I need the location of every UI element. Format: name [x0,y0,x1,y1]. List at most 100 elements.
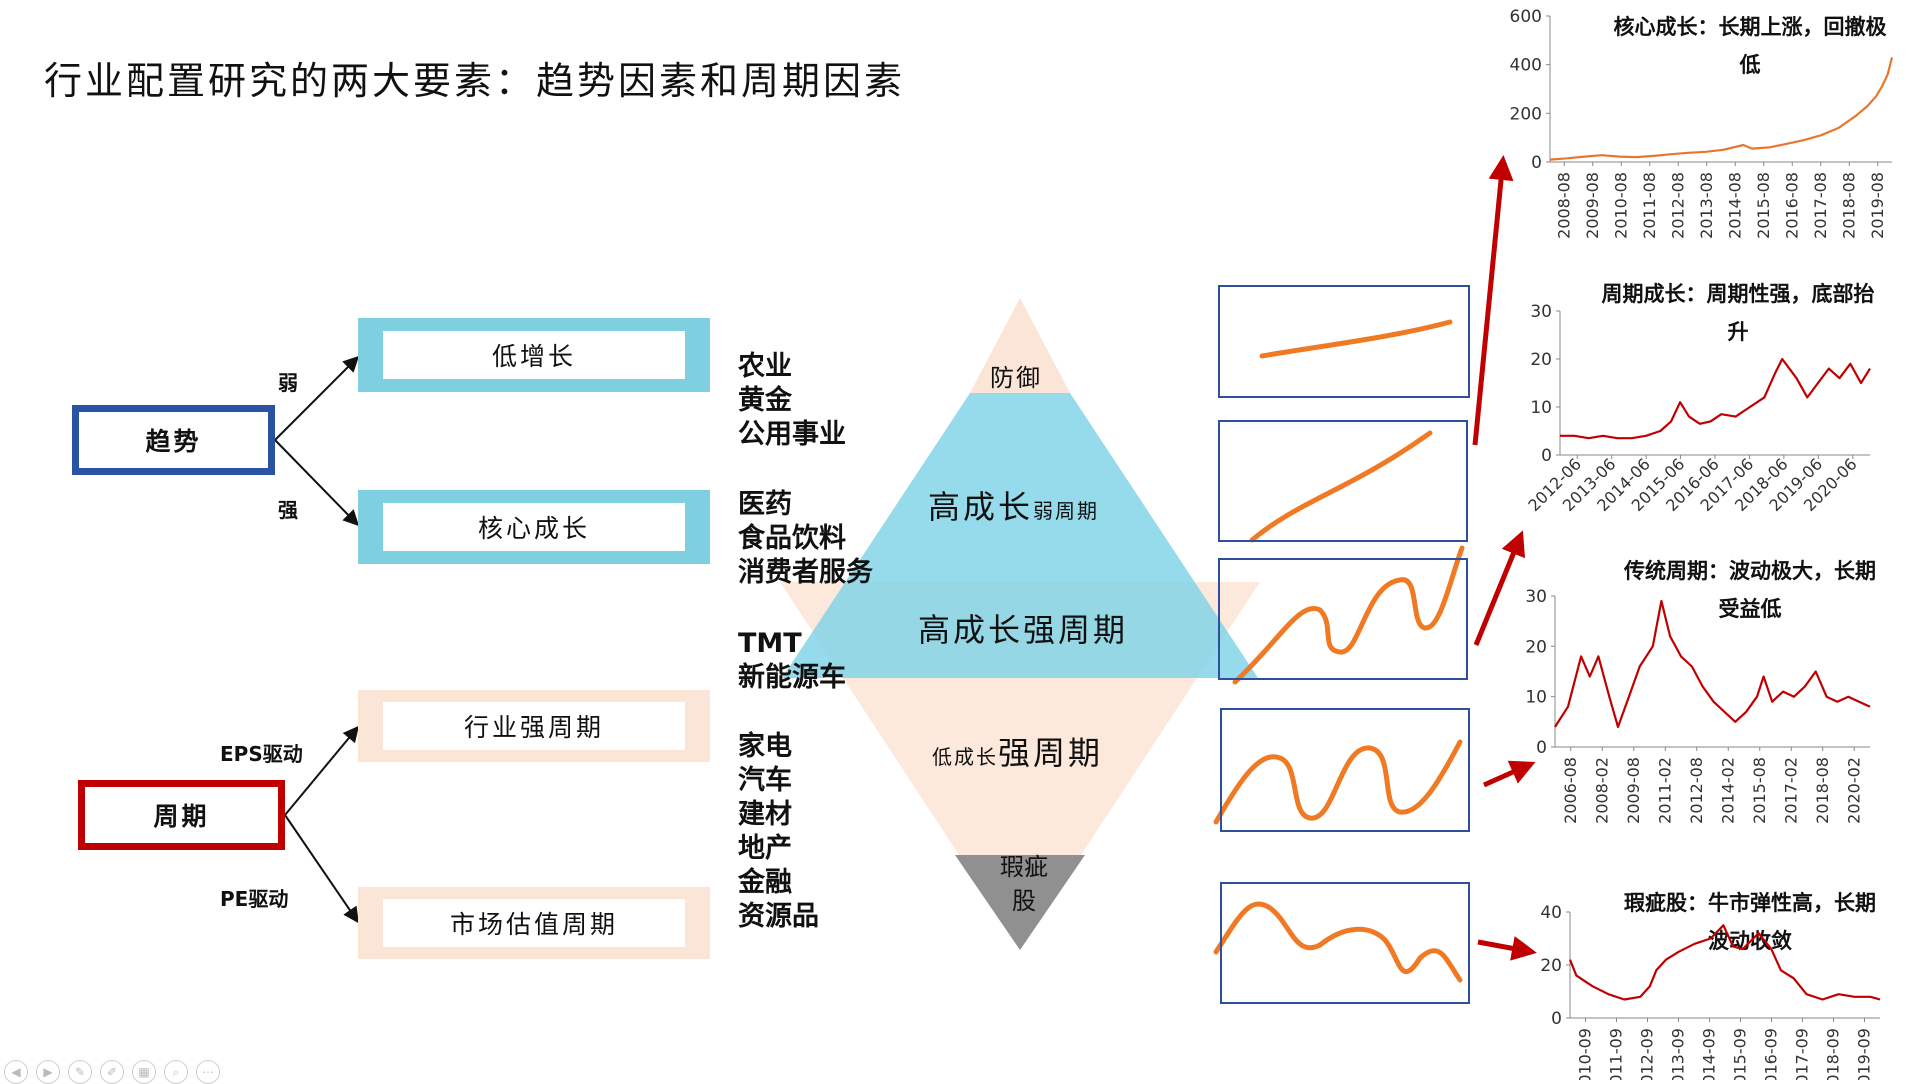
y-tick-label: 30 [1525,587,1547,607]
x-tick-label: 2013-08 [1697,172,1716,239]
cycle-root-label: 周期 [153,802,210,831]
y-tick-label: 30 [1530,302,1552,322]
chart1-title-line1: 核心成长：长期上涨，回撤极 [1613,15,1887,39]
x-tick-label: 2017-08 [1811,172,1830,239]
mini-curve-strong-cycle [1213,739,1463,825]
y-tick-label: 200 [1510,104,1542,124]
chart2-title-line2: 升 [1727,320,1749,344]
industry-item: 新能源车 [738,662,846,693]
mini-box-strong-cycle [1220,708,1470,832]
connector-cycle-pe [284,814,359,924]
mini-curve-flawed [1213,901,1463,983]
slides-grid-icon[interactable]: ▦ [132,1060,156,1084]
market-cycle-box: 市场估值周期 [358,887,710,959]
industry-item: TMT [738,628,802,659]
prev-slide-icon[interactable]: ◀ [4,1060,28,1084]
industry-list-low-growth: 农业 黄金 公用事业 [738,350,846,452]
x-tick-label: 2013-09 [1669,1028,1688,1080]
mini-box-low-growth [1218,285,1470,398]
trend-root-label: 趋势 [145,427,202,456]
chart-cyclical-growth: 01020302012-062013-062014-062015-062016-… [1524,302,1871,515]
mini-curve-core-growth [1249,430,1433,543]
blue-triangle-body [782,393,1258,678]
arrow-to-chart-traditional [1482,760,1536,788]
series-line [1560,357,1871,440]
x-tick-label: 2015-09 [1731,1028,1750,1080]
x-tick-label: 2014-09 [1700,1028,1719,1080]
more-options-icon[interactable]: ⋯ [196,1060,220,1084]
connector-cycle-eps [284,725,360,816]
y-tick-label: 10 [1530,398,1552,418]
edit-icon[interactable]: ✐ [100,1060,124,1084]
y-tick-label: 20 [1525,637,1547,657]
industry-item: 公用事业 [738,419,846,450]
chart4-title-line1: 瑕疵股：牛市弹性高，长期 [1624,891,1876,915]
chart3-title-line2: 受益低 [1718,597,1782,621]
chart1-title-line2: 低 [1739,53,1761,77]
chart3-title-line1: 传统周期：波动极大，长期 [1624,559,1876,583]
low-growth-box: 低增长 [358,318,710,392]
x-tick-label: 2018-08 [1813,757,1832,824]
eps-driven-label: EPS驱动 [220,742,303,766]
grey-bottom-triangle [955,855,1085,950]
page-title: 行业配置研究的两大要素：趋势因素和周期因素 [44,59,906,103]
x-tick-label: 2012-08 [1668,172,1687,239]
series-line [1549,57,1894,161]
x-tick-label: 2012-09 [1638,1028,1657,1080]
x-tick-label: 2010-08 [1611,172,1630,239]
x-tick-label: 2015-08 [1754,172,1773,239]
industry-item: 黄金 [738,385,792,416]
industry-item: 家电 [738,731,792,762]
low-growth-label: 低增长 [383,331,685,379]
zoom-icon[interactable]: ⌕ [164,1060,188,1084]
x-tick-label: 2018-08 [1839,172,1858,239]
strong-label: 强 [278,498,298,522]
y-tick-label: 400 [1510,56,1542,76]
industry-item: 金融 [738,867,792,898]
pe-driven-label: PE驱动 [220,887,289,911]
chart3-title: 传统周期：波动极大，长期 受益低 [1600,552,1900,628]
series-line [1554,599,1871,728]
low-growth-small-label: 低成长 [932,745,998,769]
x-tick-label: 2009-08 [1583,172,1602,239]
series-line [1568,924,1881,1001]
industry-item: 消费者服务 [738,557,873,588]
x-tick-label: 2014-02 [1718,757,1737,824]
chart2-title-line1: 周期成长：周期性强，底部抬 [1601,282,1875,306]
industry-item: 汽车 [738,765,792,796]
industry-list-growth-cycle: TMT 新能源车 [738,627,846,695]
x-tick-label: 2006-08 [1561,757,1580,824]
core-growth-box: 核心成长 [358,490,710,564]
x-tick-label: 2019-08 [1868,172,1887,239]
high-growth-big-label: 高成长 [928,488,1034,526]
mini-box-core-growth [1218,420,1468,542]
mini-curve-growth-cycle [1232,545,1465,685]
x-tick-label: 2009-08 [1624,757,1643,824]
pen-icon[interactable]: ✎ [68,1060,92,1084]
chart1-title: 核心成长：长期上涨，回撤极 低 [1600,8,1900,84]
y-tick-label: 600 [1510,7,1542,27]
connector-trend-weak [274,355,360,441]
mini-curve-low-growth [1259,319,1453,359]
low-growth-strong-cycle-label: 低成长强周期 [932,728,1103,774]
x-tick-label: 2018-09 [1824,1028,1843,1080]
next-slide-icon[interactable]: ▶ [36,1060,60,1084]
y-tick-label: 40 [1540,903,1562,923]
flawed-stock-label: 瑕疵 股 [1000,850,1048,918]
connector-trend-strong [274,439,360,527]
x-tick-label: 2016-08 [1782,172,1801,239]
industry-item: 农业 [738,351,792,382]
mini-box-growth-cycle [1218,558,1468,680]
industry-item: 建材 [738,799,792,830]
industry-item: 医药 [738,489,792,520]
y-tick-label: 10 [1525,688,1547,708]
industry-item: 资源品 [738,901,819,932]
arrow-to-chart-core [1472,155,1514,446]
x-tick-label: 2011-02 [1655,757,1674,824]
high-growth-weak-cycle-label: 高成长弱周期 [928,482,1099,528]
trend-root-box: 趋势 [72,405,275,475]
x-tick-label: 2008-08 [1554,172,1573,239]
industry-cycle-label: 行业强周期 [383,702,685,750]
